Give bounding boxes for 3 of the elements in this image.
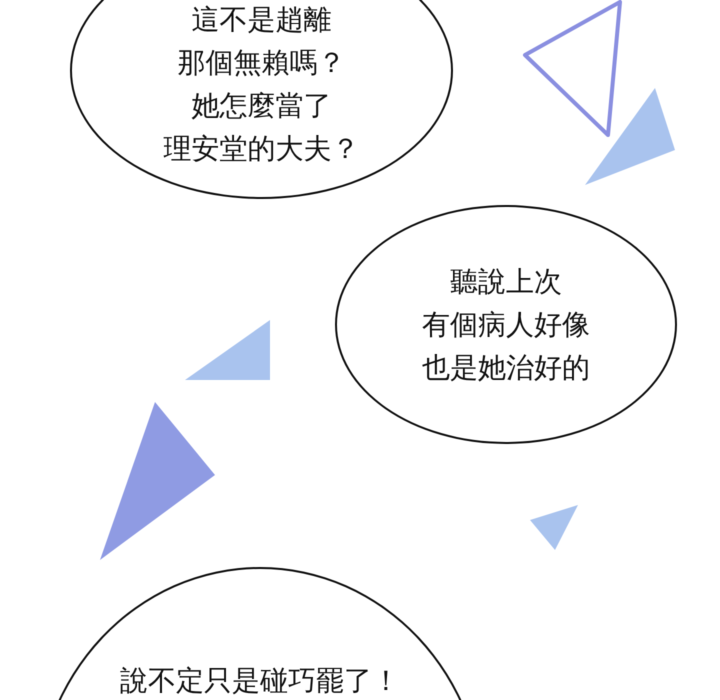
speech-text: 這不是趙離那個無賴嗎？她怎麼當了理安堂的大夫？ xyxy=(162,2,360,167)
speech-text: 說不定只是碰巧罷了！ xyxy=(119,663,401,699)
speech-text: 聽說上次有個病人好像也是她治好的 xyxy=(421,264,591,386)
